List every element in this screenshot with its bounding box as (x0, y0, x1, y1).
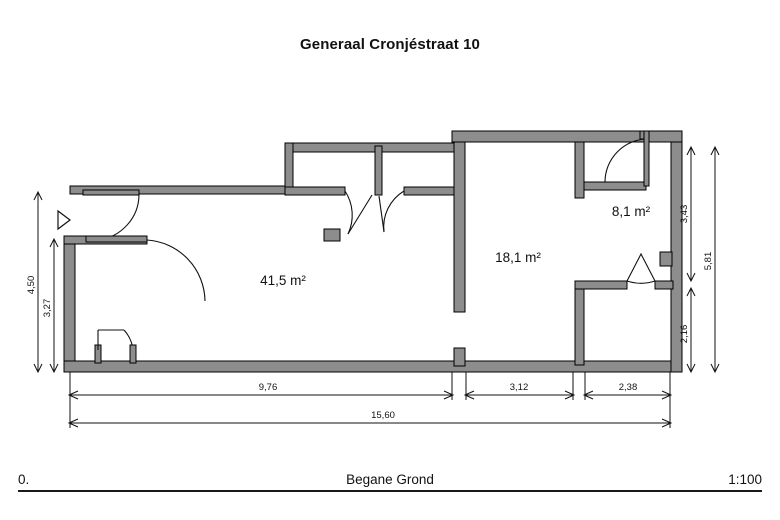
door-group (82, 130, 656, 364)
wall-divider-living-middle-stub (453, 347, 466, 367)
wall-exterior-top-right (451, 130, 683, 143)
dim-label-right-total: 5,81 (703, 252, 714, 271)
footer-scale: 1:100 (728, 472, 762, 487)
dim-label-right-lower: 2,16 (679, 325, 690, 344)
wall-right-room-divider-left (574, 280, 628, 290)
wall-group (63, 130, 683, 373)
door-leaf-entry-left (82, 189, 140, 196)
door-entry-left (96, 193, 140, 241)
dim-arrow-left-inner-top (49, 237, 59, 248)
door-hall-right (383, 190, 405, 233)
door-hall-left (344, 190, 353, 235)
dim-arrow-bottom-main-left (67, 390, 79, 400)
wall-closet-bottom-right (403, 186, 457, 196)
wall-divider-middle-back (574, 141, 585, 199)
door-hall-left-line (347, 194, 373, 235)
door-leaf-back-room (583, 181, 647, 191)
dim-arrow-bottom-right-right (661, 390, 673, 400)
room-label-back-room: 8,1 m² (612, 204, 651, 219)
dim-arrow-right-total-top (710, 145, 720, 156)
dim-arrow-left-outer-bottom (33, 363, 43, 374)
dim-arrow-bottom-mid-left (463, 390, 475, 400)
dim-label-bottom-right: 2,38 (619, 382, 638, 393)
dim-arrow-left-inner-bottom (49, 363, 59, 374)
dimension-group-right: 3,43 2,16 5,81 (679, 145, 720, 374)
dim-label-bottom-total: 15,60 (371, 410, 395, 421)
dim-label-bottom-main: 9,76 (259, 382, 278, 393)
door-leaf-bottom-left-jamb-b (129, 344, 137, 364)
dim-label-left-outer: 4,50 (26, 276, 37, 295)
wall-exterior-left (63, 235, 76, 373)
wall-divider-middle-back-lower (574, 284, 585, 366)
footer-floor-name: Begane Grond (346, 472, 434, 487)
wall-exterior-bottom (63, 360, 683, 373)
wall-top-middle (284, 142, 464, 153)
room-label-middle-room: 18,1 m² (495, 250, 541, 265)
dim-label-bottom-mid: 3,12 (510, 382, 529, 393)
dim-label-left-inner: 3,27 (42, 299, 53, 318)
dim-arrow-bottom-right-left (582, 390, 594, 400)
page-title: Generaal Cronjéstraat 10 (300, 36, 480, 53)
wall-closet-divider-center (374, 145, 383, 196)
dim-arrow-bottom-total-left (67, 418, 79, 428)
fixture-living-room-block (323, 228, 341, 242)
footer: 0. Begane Grond 1:100 (18, 462, 762, 492)
fixture-right-wall-block (659, 251, 673, 267)
dimension-group-bottom: 9,76 3,12 2,38 15,60 (67, 372, 673, 428)
door-hall-left-leaf (345, 191, 348, 234)
dim-arrow-right-upper-top (686, 145, 696, 156)
room-label-living-room: 41,5 m² (260, 273, 306, 288)
wall-closet-bottom-left (284, 186, 346, 196)
door-entry-right (146, 239, 206, 302)
dim-arrow-right-upper-bottom (686, 272, 696, 283)
dim-arrow-bottom-total-right (661, 418, 673, 428)
door-lower-right-leaf (626, 252, 656, 282)
dim-arrow-left-outer-top (33, 190, 43, 201)
wall-back-room-top-edge (643, 130, 650, 187)
dim-arrow-right-lower-top (686, 286, 696, 297)
door-back-room-entry (604, 138, 649, 183)
dimension-group-left: 4,50 3,27 (26, 190, 59, 374)
dim-label-right-upper: 3,43 (679, 205, 690, 224)
fixture-group (323, 228, 673, 267)
wall-divider-living-middle (453, 141, 466, 313)
door-leaf-entry-right (85, 235, 148, 243)
wall-right-room-divider-right (654, 280, 674, 290)
door-lower-right (626, 280, 656, 284)
dim-arrow-bottom-main-right (443, 390, 455, 400)
dim-arrow-bottom-mid-right (564, 390, 576, 400)
footer-page-number: 0. (18, 472, 30, 487)
triangle-pointer-icon (57, 209, 71, 231)
dim-arrow-right-total-bottom (710, 363, 720, 374)
dim-arrow-right-lower-bottom (686, 363, 696, 374)
door-hall-right-line (378, 195, 385, 233)
